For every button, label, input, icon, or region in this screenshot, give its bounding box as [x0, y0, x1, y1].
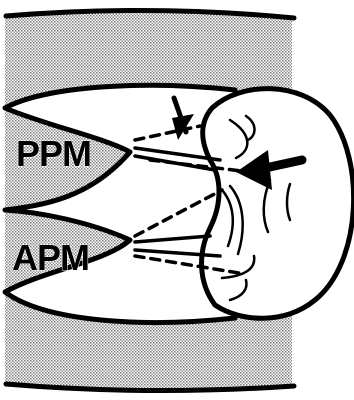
label-ppm: PPM — [16, 133, 91, 174]
mitral-leaflet — [202, 89, 354, 319]
label-apm: APM — [12, 237, 89, 278]
ventricular-cavity — [5, 85, 235, 322]
